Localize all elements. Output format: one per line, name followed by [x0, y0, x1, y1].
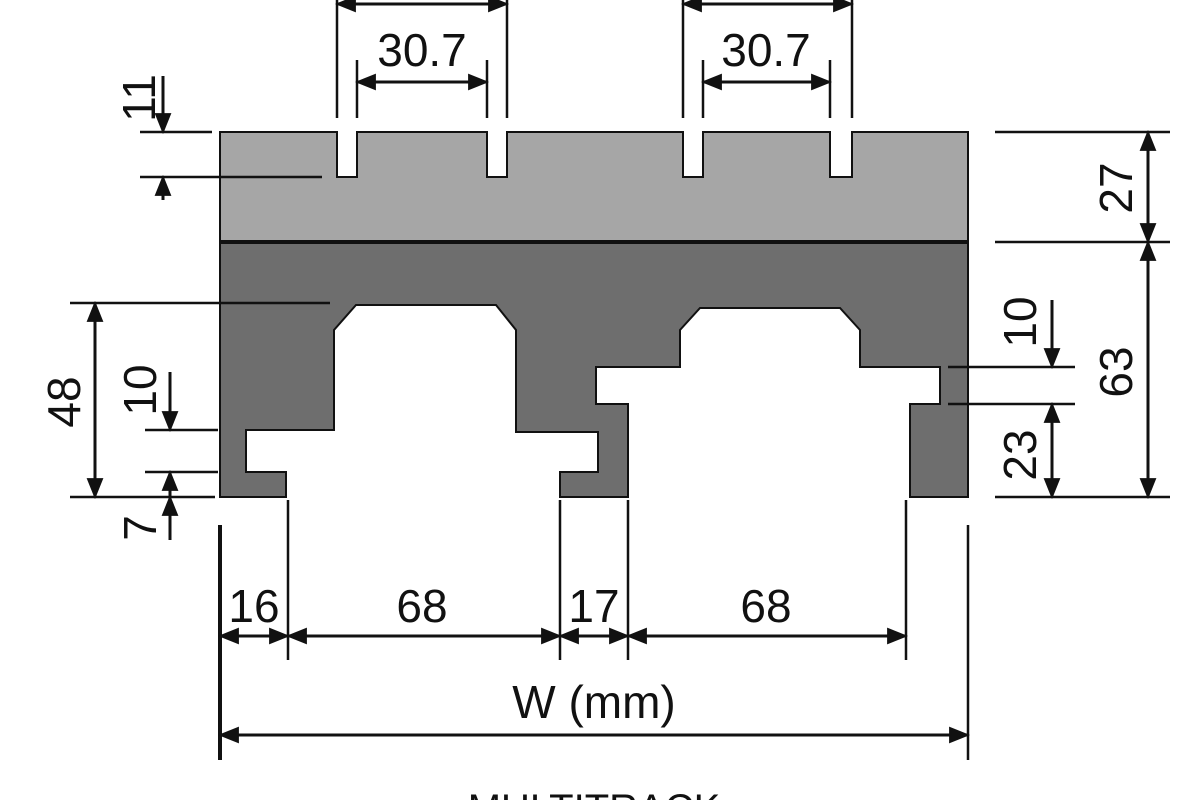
top-layer	[219, 131, 969, 243]
bottom-layer	[219, 241, 969, 498]
dim-groove-right: 30.7	[680, 0, 855, 118]
label-middle-rib: 17	[568, 580, 619, 632]
label-channel-left: 68	[396, 580, 447, 632]
label-left-edge: 16	[228, 580, 279, 632]
dim-bottom-segments: 16 68 17 68	[217, 500, 970, 760]
label-left-lip: 7	[114, 515, 166, 541]
label-channel-height: 48	[38, 376, 90, 427]
label-channel-right: 68	[740, 580, 791, 632]
dim-groove-depth: 11	[113, 74, 322, 200]
label-top-thickness: 27	[1090, 162, 1142, 213]
label-groove-depth: 11	[113, 74, 165, 122]
dim-right-slot: 10 23	[948, 296, 1075, 500]
label-bottom-thickness: 63	[1090, 346, 1142, 397]
label-groove-width-right: 30.7	[721, 24, 811, 76]
label-groove-width-left: 30.7	[377, 24, 467, 76]
label-right-base: 23	[994, 429, 1046, 480]
label-right-slot-height: 10	[994, 296, 1046, 347]
dim-right-thickness: 27 63	[995, 129, 1170, 500]
label-total-width: W (mm)	[512, 676, 675, 728]
dim-left-channel: 48 10 7	[38, 300, 330, 541]
dim-total-width: W (mm)	[217, 676, 971, 744]
label-left-slot-height: 10	[114, 364, 166, 415]
caption: MULTITRACK	[468, 787, 721, 800]
dim-groove-left: 30.7	[334, 0, 510, 118]
